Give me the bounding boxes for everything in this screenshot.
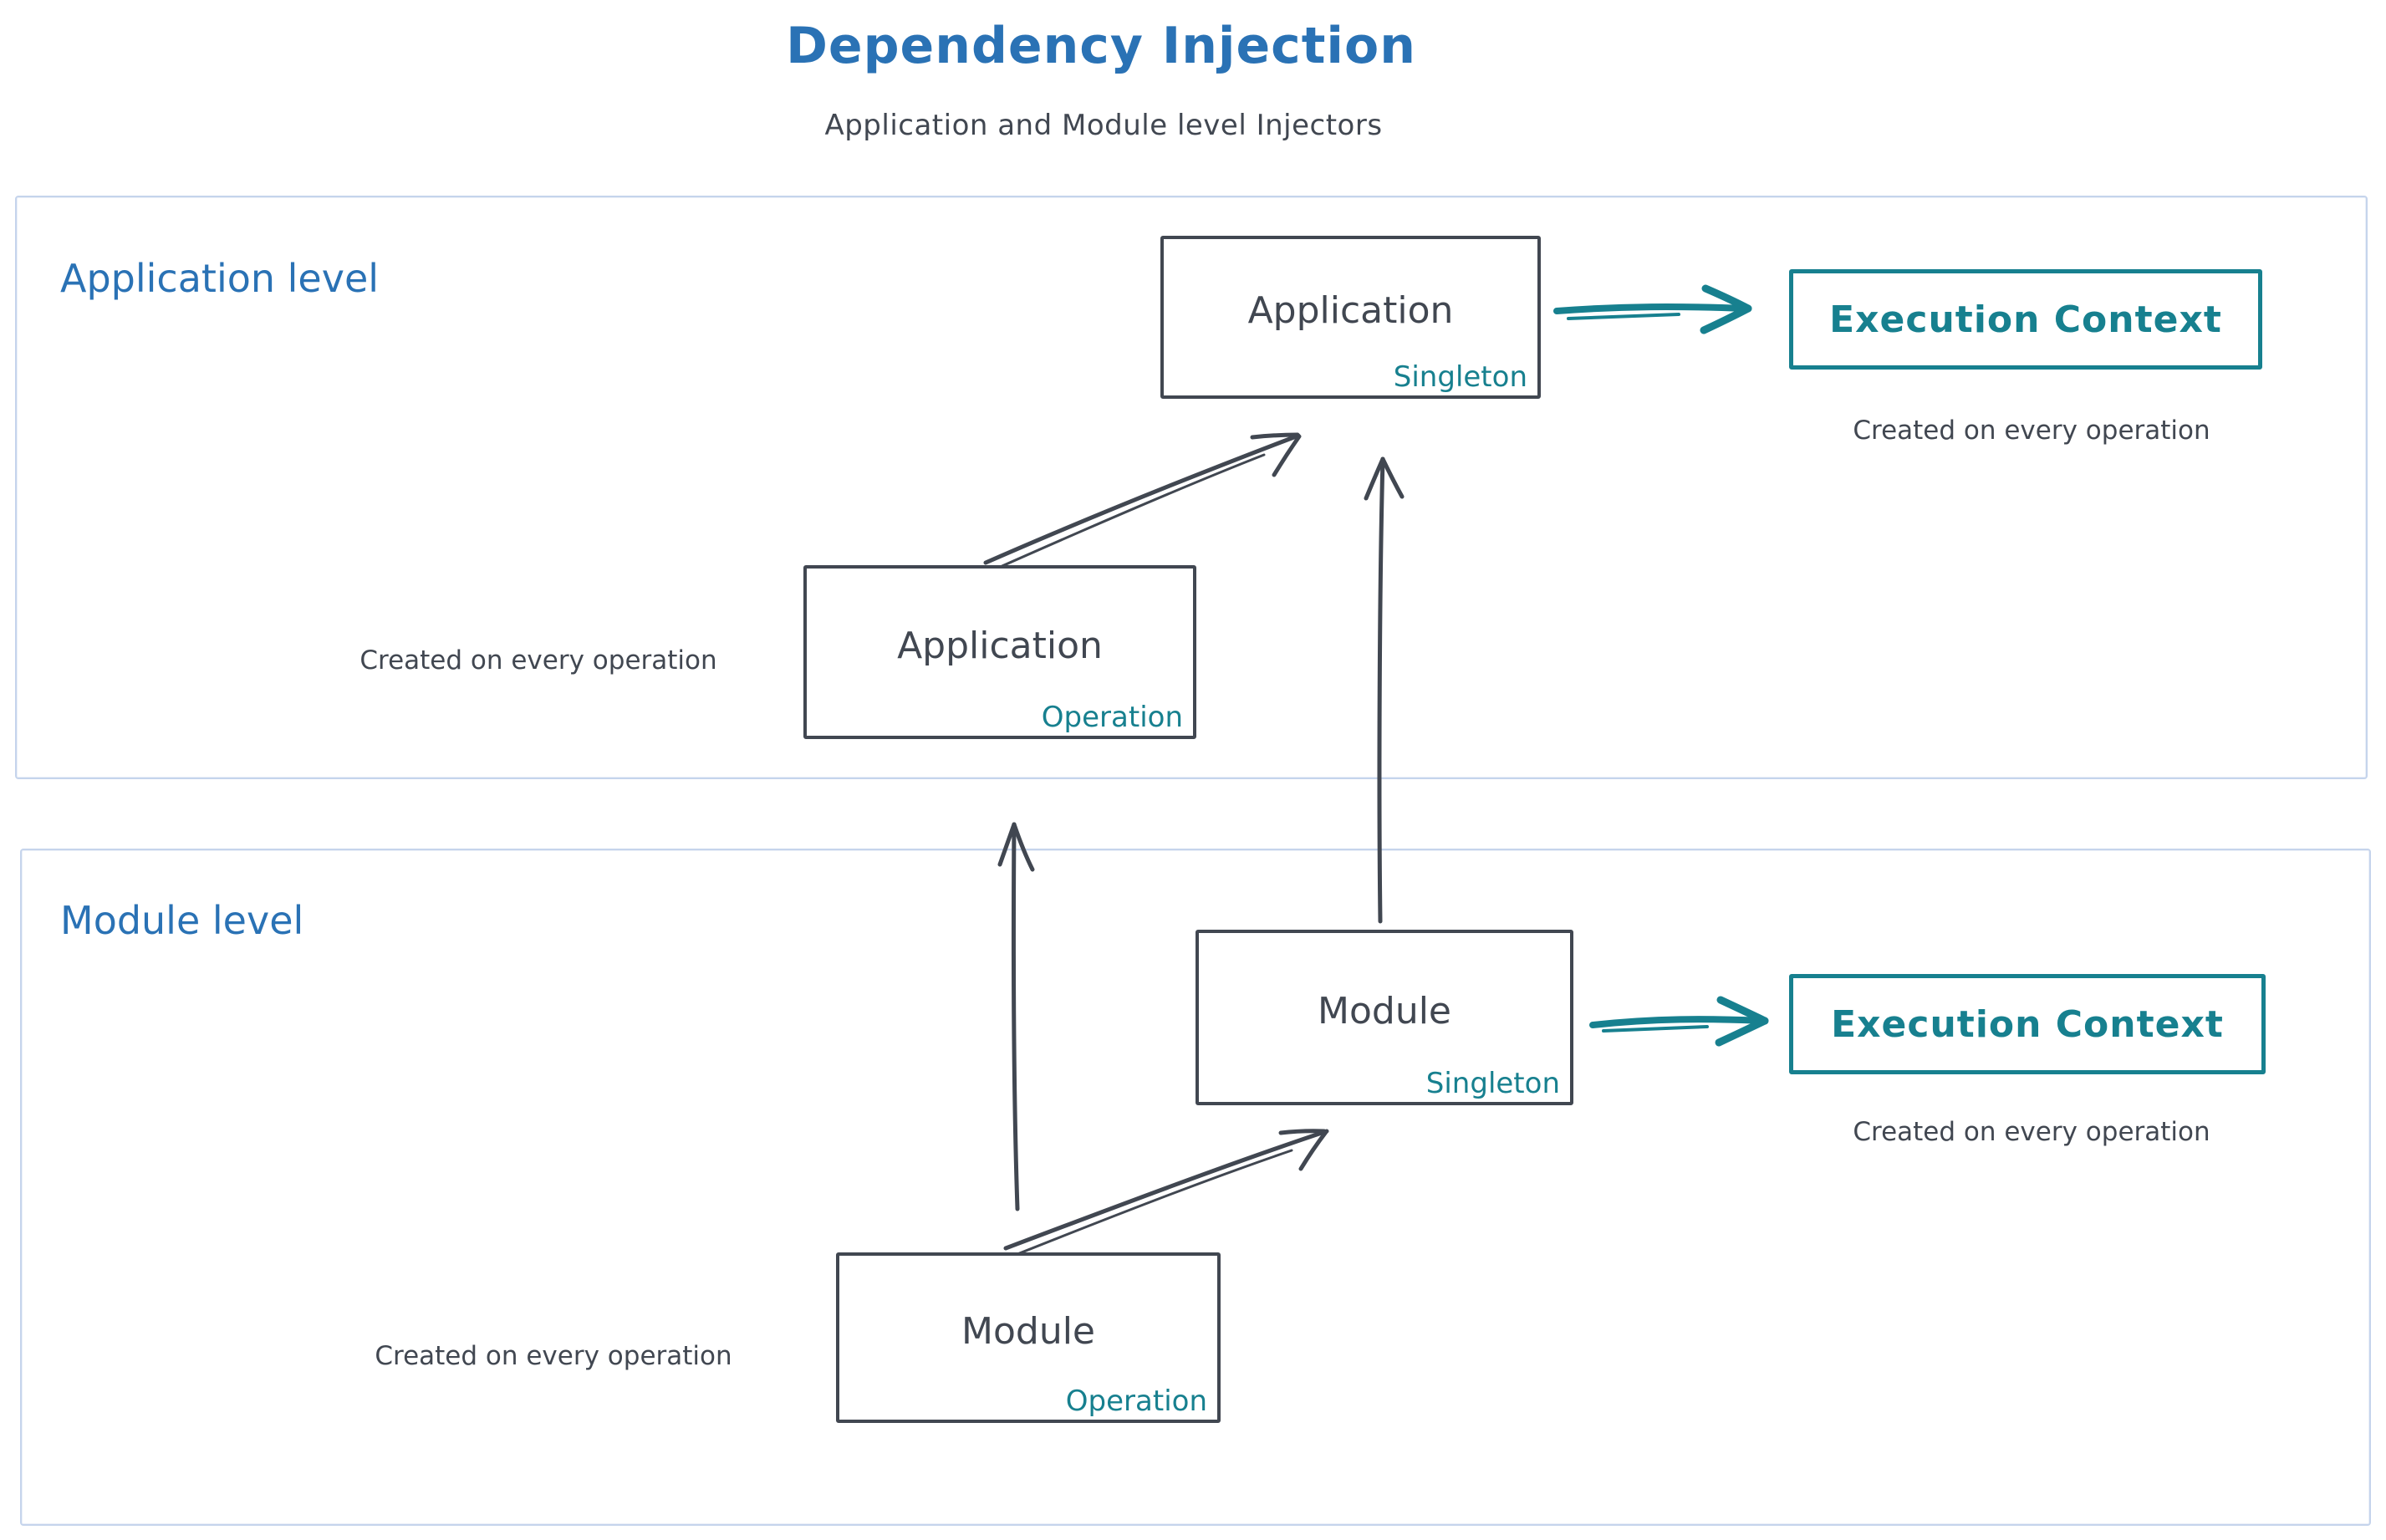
module-execution-context-label: Execution Context bbox=[1831, 1002, 2224, 1046]
module-execution-context-caption: Created on every operation bbox=[1853, 1117, 2210, 1147]
module-operation-name: Module bbox=[961, 1309, 1095, 1353]
application-level-container bbox=[15, 196, 2368, 779]
application-singleton-name: Application bbox=[1247, 289, 1454, 332]
module-operation-box: Module Operation bbox=[836, 1252, 1221, 1423]
diagram-subtitle: Application and Module level Injectors bbox=[824, 109, 1383, 142]
application-execution-context-label: Execution Context bbox=[1829, 298, 2222, 341]
module-singleton-scope: Singleton bbox=[1425, 1067, 1560, 1100]
application-operation-caption: Created on every operation bbox=[359, 645, 717, 676]
application-execution-context-caption: Created on every operation bbox=[1853, 416, 2210, 446]
module-execution-context-box: Execution Context bbox=[1789, 974, 2266, 1074]
application-singleton-box: Application Singleton bbox=[1160, 236, 1541, 399]
module-singleton-name: Module bbox=[1318, 989, 1451, 1033]
application-operation-scope: Operation bbox=[1041, 701, 1183, 734]
application-execution-context-box: Execution Context bbox=[1789, 269, 2262, 370]
module-operation-scope: Operation bbox=[1065, 1384, 1207, 1418]
application-level-label: Application level bbox=[60, 256, 380, 301]
module-singleton-box: Module Singleton bbox=[1196, 930, 1573, 1105]
application-operation-name: Application bbox=[897, 624, 1103, 667]
application-singleton-scope: Singleton bbox=[1393, 360, 1527, 394]
module-level-container bbox=[20, 849, 2371, 1526]
module-operation-caption: Created on every operation bbox=[375, 1341, 732, 1371]
diagram-title: Dependency Injection bbox=[786, 17, 1416, 75]
application-operation-box: Application Operation bbox=[803, 565, 1196, 739]
module-level-label: Module level bbox=[60, 898, 304, 943]
